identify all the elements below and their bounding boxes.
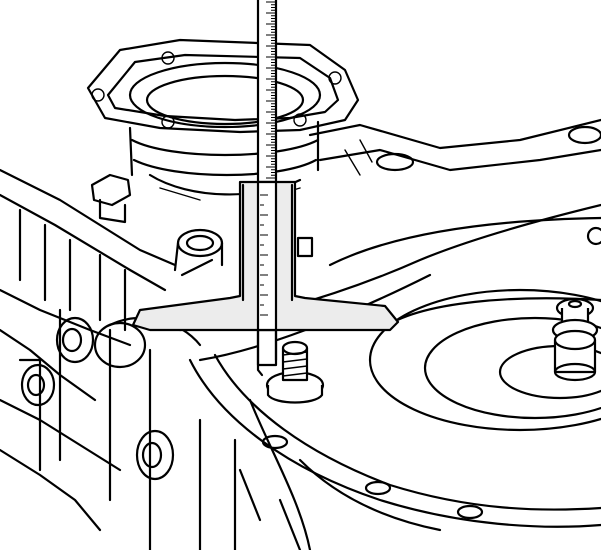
case-boss-upper (173, 228, 224, 277)
case-bolt-upper-left (90, 173, 132, 224)
bore-bolt-hole (586, 226, 601, 246)
case-deck (178, 203, 601, 550)
housing-rib-right (308, 118, 601, 176)
case-boss-left-3 (135, 429, 175, 481)
case-boss-left-2 (20, 363, 56, 407)
depth-gauge-base (131, 180, 400, 377)
depth-gauge-lock-screw (296, 236, 314, 258)
flange-bolt-hole-right (293, 113, 307, 127)
flange-bolt-hole-top-left (161, 51, 175, 65)
case-left-side (0, 168, 312, 550)
flange-bolt-hole-top-right (328, 71, 342, 85)
output-shaft (551, 297, 599, 382)
depth-gauge-scale (266, 1, 276, 179)
case-boss-left-1 (55, 316, 95, 364)
measured-stud (265, 340, 325, 404)
bell-housing-flange (86, 38, 360, 201)
flange-bolt-hole-bottom (161, 115, 175, 129)
depth-gauge-vernier-scale (260, 194, 268, 316)
flange-bolt-hole-left (91, 88, 105, 102)
